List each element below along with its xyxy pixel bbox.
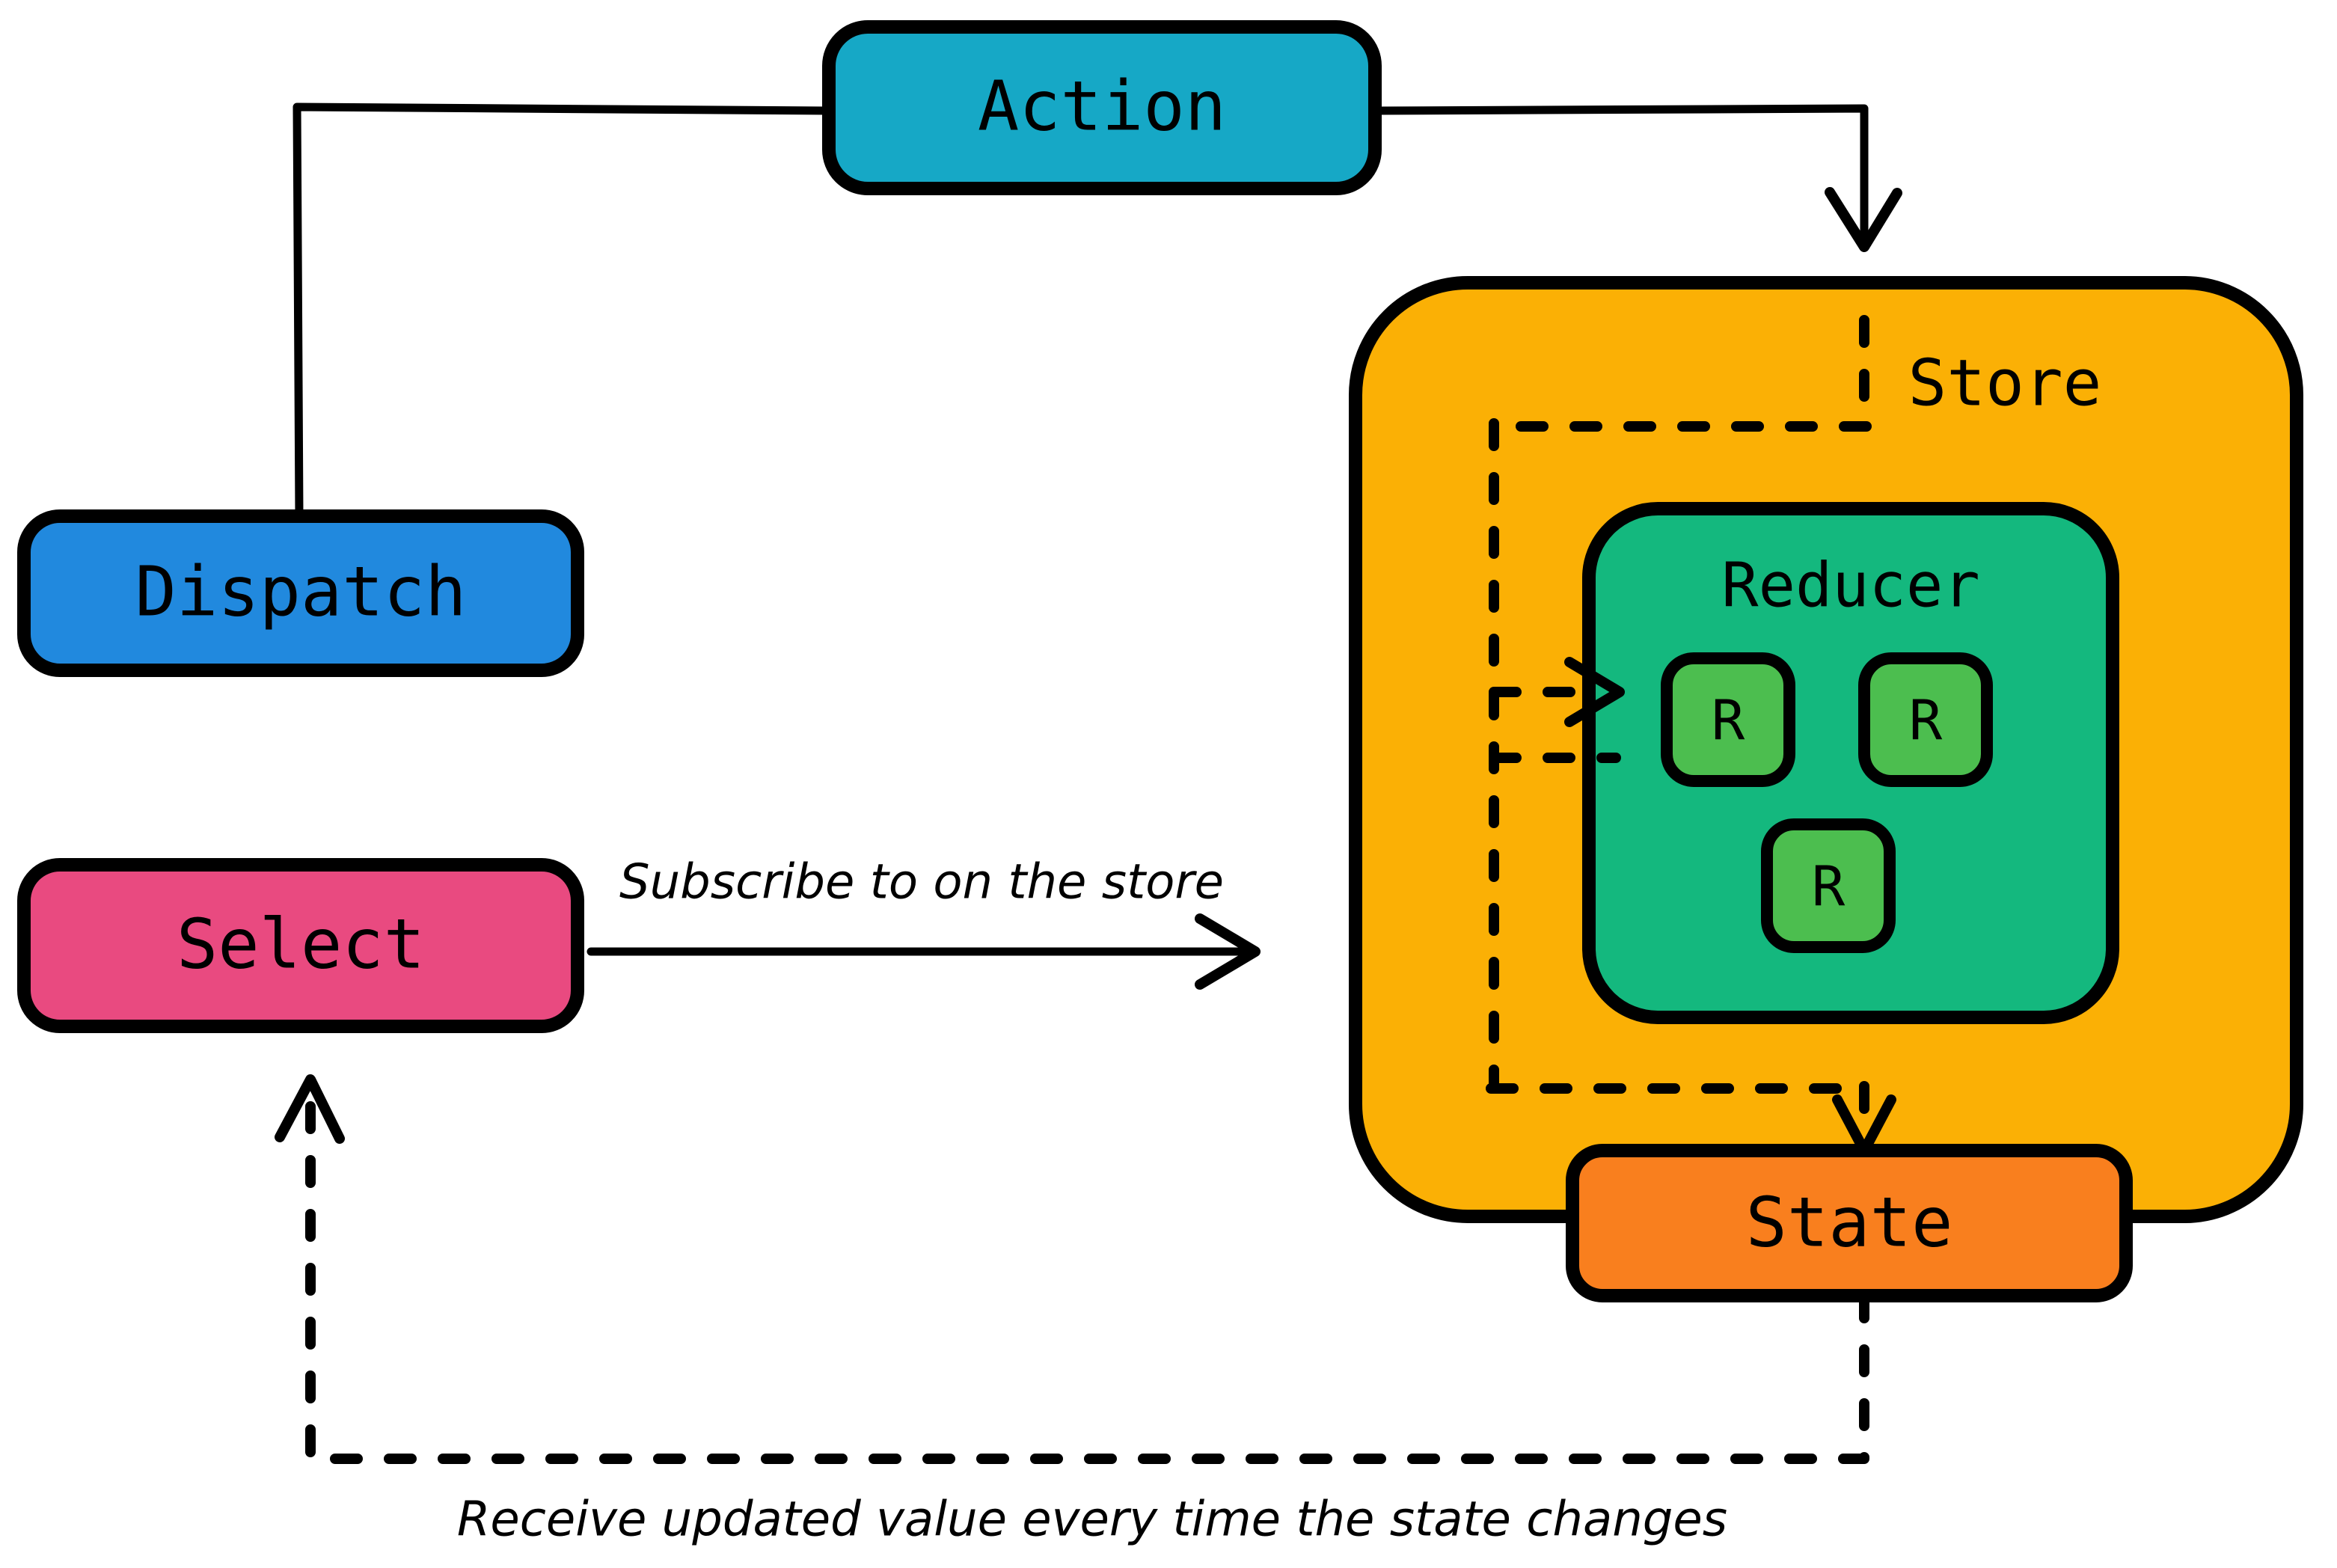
- reducer-item-2-label: R: [1909, 689, 1943, 753]
- edge-action-to-dispatch: [292, 102, 833, 521]
- select-node[interactable]: Select: [17, 858, 584, 1033]
- reducer-label: Reducer: [1721, 550, 1980, 621]
- reducer-item-1-label: R: [1712, 689, 1745, 753]
- state-label: State: [1746, 1182, 1953, 1262]
- edge-select-to-store: [586, 913, 1261, 990]
- reducer-node[interactable]: Reducer: [1582, 502, 2119, 1024]
- dispatch-node[interactable]: Dispatch: [17, 509, 584, 677]
- store-label: Store: [1908, 346, 2102, 420]
- edge-action-to-store: [1370, 104, 1902, 252]
- action-label: Action: [978, 66, 1226, 146]
- select-label: Select: [177, 904, 425, 984]
- edge-state-to-select: [275, 1074, 1869, 1464]
- reducer-item-1[interactable]: R: [1661, 652, 1795, 787]
- action-node[interactable]: Action: [822, 20, 1382, 195]
- reducer-item-3[interactable]: R: [1761, 818, 1896, 953]
- reducer-item-3-label: R: [1812, 855, 1846, 919]
- state-node[interactable]: State: [1566, 1144, 2133, 1302]
- dispatch-label: Dispatch: [135, 551, 466, 631]
- reducer-item-2[interactable]: R: [1858, 652, 1993, 787]
- subscribe-edge-label: Subscribe to on the store: [619, 855, 1224, 910]
- receive-edge-label: Receive updated value every time the sta…: [457, 1492, 1727, 1548]
- edge-into-reducer: [1489, 657, 1625, 763]
